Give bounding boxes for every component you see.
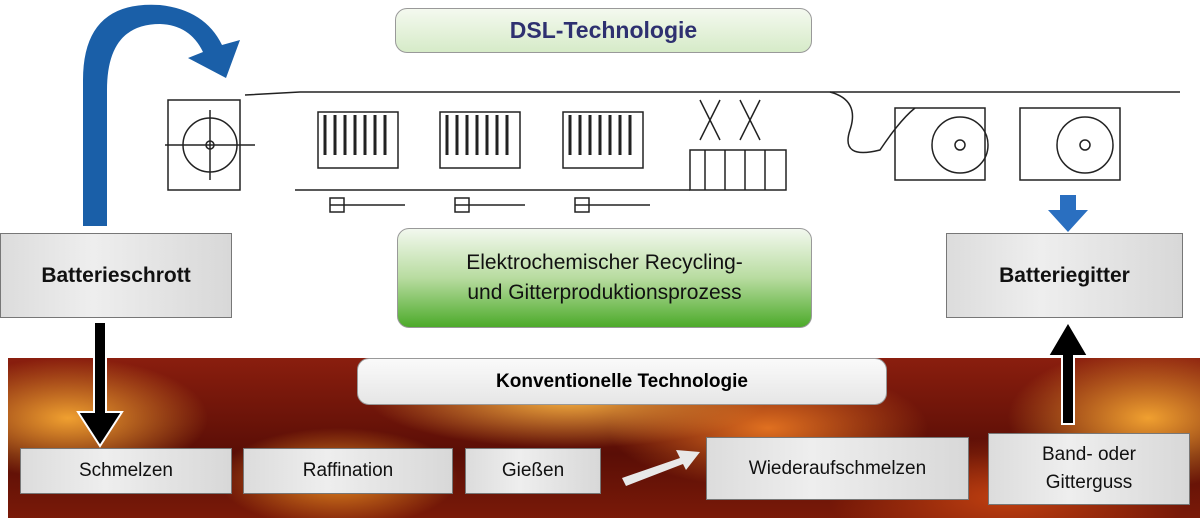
dsl-title: DSL-Technologie <box>509 17 698 43</box>
step-giessen: Gießen <box>465 448 601 494</box>
white-arrow <box>622 450 700 486</box>
step-label-line-2: Gitterguss <box>1045 472 1133 493</box>
blue-curved-arrow <box>83 4 240 227</box>
machine-drawing <box>165 91 1180 213</box>
step-label: Schmelzen <box>79 460 173 481</box>
battery-grid-box: Batteriegitter <box>946 233 1183 318</box>
battery-scrap-box: Batterieschrott <box>0 233 232 318</box>
blue-down-arrow <box>1048 195 1088 232</box>
dsl-title-box: DSL-Technologie <box>395 8 812 53</box>
black-up-arrow <box>1046 320 1090 425</box>
step-label: Raffination <box>302 460 394 481</box>
step-band-gitterguss: Band- oder Gitterguss <box>988 433 1190 505</box>
step-raffination: Raffination <box>243 448 453 494</box>
conventional-title-box: Konventionelle Technologie <box>357 358 887 405</box>
black-down-arrow <box>76 321 124 448</box>
process-line-2: und Gitterproduktionsprozess <box>467 281 742 304</box>
conventional-title: Konventionelle Technologie <box>496 370 748 392</box>
step-schmelzen: Schmelzen <box>20 448 232 494</box>
step-label: Wiederaufschmelzen <box>748 457 927 479</box>
process-line-1: Elektrochemischer Recycling- <box>466 251 743 274</box>
process-box: Elektrochemischer Recycling- und Gitterp… <box>397 228 812 328</box>
battery-grid-label: Batteriegitter <box>999 263 1130 287</box>
battery-scrap-label: Batterieschrott <box>41 263 191 287</box>
step-label-line-1: Band- oder <box>1041 444 1136 465</box>
step-wiederaufschmelzen: Wiederaufschmelzen <box>706 437 969 500</box>
step-label: Gießen <box>501 460 565 481</box>
